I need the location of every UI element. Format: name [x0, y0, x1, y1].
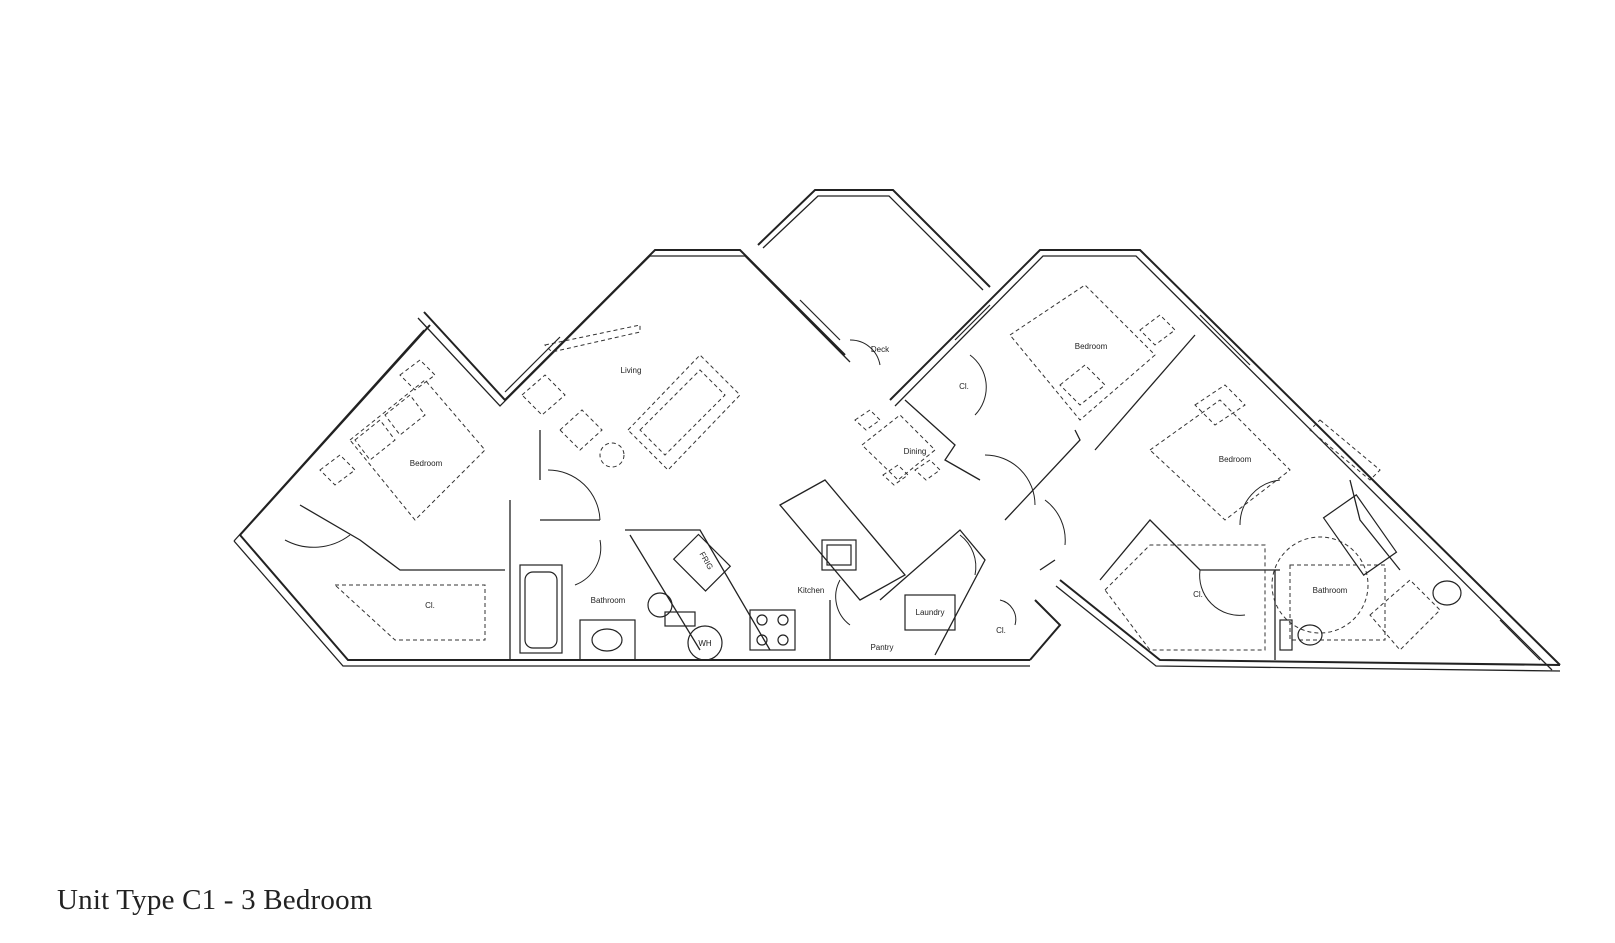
unit-caption: Unit Type C1 - 3 Bedroom	[57, 884, 373, 916]
interior-walls	[299, 334, 1401, 660]
label-laundry: Laundry	[916, 608, 945, 617]
label-closet-hall: Cl.	[996, 626, 1006, 635]
label-bedroom-right: Bedroom	[1219, 455, 1252, 464]
label-closet-right: Cl.	[1193, 590, 1203, 599]
label-bathroom-right: Bathroom	[1313, 586, 1348, 595]
label-bathroom-main: Bathroom	[591, 596, 626, 605]
label-deck: Deck	[871, 345, 890, 354]
room-labels: Living Bedroom Cl. Bathroom FRIG WH Kitc…	[410, 342, 1348, 652]
label-closet-left: Cl.	[425, 601, 435, 610]
furniture	[319, 284, 1441, 651]
label-pantry: Pantry	[870, 643, 893, 652]
label-closet-deck: Cl.	[959, 382, 969, 391]
label-dining: Dining	[904, 447, 927, 456]
label-kitchen: Kitchen	[798, 586, 825, 595]
label-water-heater: WH	[698, 639, 712, 648]
label-living: Living	[621, 366, 642, 375]
label-bedroom-top: Bedroom	[1075, 342, 1108, 351]
exterior-walls	[233, 189, 1561, 672]
label-fridge: FRIG	[697, 550, 714, 571]
door-swings	[284, 339, 1281, 626]
fixtures	[504, 299, 1541, 661]
label-bedroom-left: Bedroom	[410, 459, 443, 468]
